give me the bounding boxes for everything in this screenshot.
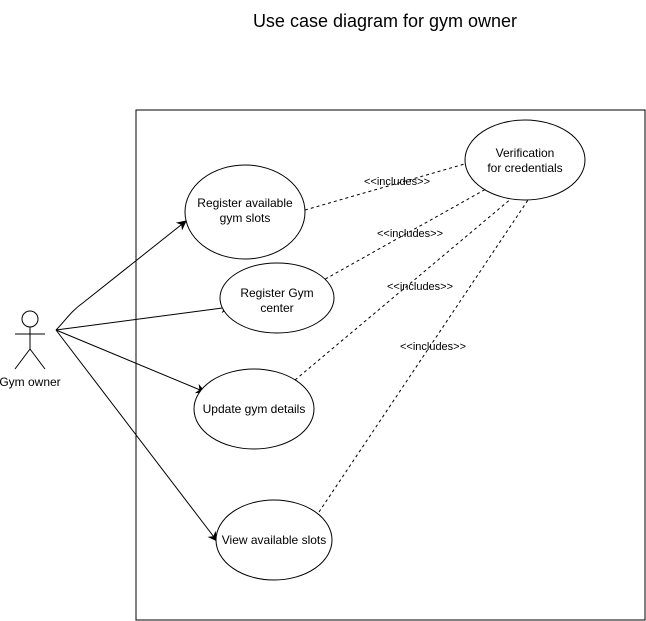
include-label-1: <<includes>> — [364, 176, 430, 188]
actor-head — [21, 310, 39, 328]
include-line-view-slots — [318, 199, 529, 513]
use-case-view-slots: View available slots — [215, 499, 333, 581]
use-case-label-line: Verification — [496, 146, 555, 160]
use-case-label-line: center — [260, 301, 293, 315]
association-register-slots — [55, 220, 187, 331]
include-line-register-slots — [304, 162, 469, 211]
include-line-register-center — [319, 188, 487, 283]
use-case-update-details: Update gym details — [193, 368, 315, 450]
association-update-details — [55, 329, 206, 394]
use-case-label-line: Register available — [197, 196, 293, 210]
diagram-title: Use case diagram for gym owner — [253, 11, 517, 31]
actor-gym-owner: Gym owner — [0, 310, 61, 389]
use-case-label-line: Register Gym — [240, 286, 313, 300]
actor-right-leg — [29, 348, 46, 370]
include-label-4: <<includes>> — [400, 341, 466, 353]
use-case-register-center: Register Gym center — [219, 262, 335, 334]
include-label-2: <<includes>> — [377, 228, 443, 240]
use-case-label-line: View available slots — [222, 533, 327, 547]
association-register-center — [55, 303, 231, 331]
use-case-label-line: for credentials — [487, 161, 562, 175]
use-case-label-line: gym slots — [220, 211, 271, 225]
use-case-label-line: Update gym details — [203, 402, 306, 416]
include-line-update-details — [294, 197, 513, 381]
use-case-verification: Verification for credentials — [464, 119, 586, 201]
use-case-register-slots: Register available gym slots — [184, 164, 306, 260]
association-view-slots — [55, 329, 218, 542]
actor-label: Gym owner — [0, 375, 61, 389]
actor-left-leg — [14, 348, 31, 370]
include-label-3: <<includes>> — [387, 281, 453, 293]
